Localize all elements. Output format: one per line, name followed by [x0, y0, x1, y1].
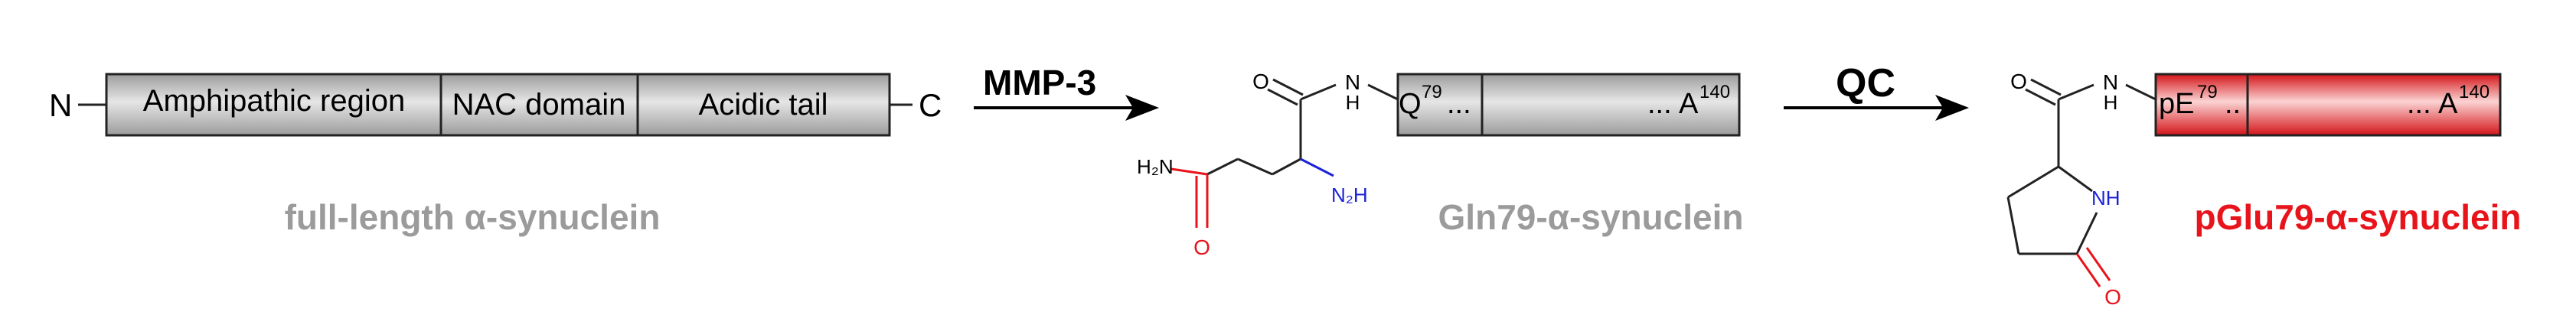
gln79-box-rect	[1396, 73, 1741, 137]
pglu79-structure	[2006, 78, 2156, 287]
pglu79-box-rect	[2154, 73, 2502, 137]
pglu79-ring-ca-n	[2058, 165, 2093, 193]
gln79-bond-n-box	[1367, 83, 1399, 101]
gln79-box-end-dots: ...	[1647, 88, 1672, 120]
pglu79-caption: pGlu79-α-synuclein	[2194, 197, 2521, 237]
pglu79-box-start-dots: ..	[2225, 88, 2241, 120]
gln79-atom-o-bottom: O	[1193, 235, 1210, 259]
pglu79-box: pE 79 .. ... A 140	[2154, 73, 2502, 137]
full-length-caption: full-length α-synuclein	[285, 197, 661, 237]
gln79-atom-n: N	[1345, 70, 1360, 94]
segment-nac-label: NAC domain	[452, 88, 626, 122]
gln79-box-end-residue: A	[1679, 88, 1699, 120]
gln79-bond-amine	[1300, 157, 1334, 177]
pglu79-bond-co-ring-1	[2075, 253, 2101, 287]
pglu79-bond-co-1	[2025, 88, 2056, 106]
n-terminus-label: N	[49, 87, 72, 123]
pglu79-ring-cb-cg	[2006, 196, 2020, 255]
mmp3-cleavage-step: MMP-3	[974, 63, 1159, 121]
gln79-bond-co-2	[1272, 78, 1304, 96]
qc-label: QC	[1836, 61, 1895, 105]
segment-amphipathic-label: Amphipathic region	[143, 84, 405, 118]
gln79-bond-cg-cd	[1206, 157, 1239, 176]
gln79-atom-h2n: H₂N	[1137, 155, 1174, 178]
pglu79-box-end-dots: ...	[2407, 88, 2431, 120]
pglu79-box-start-residue: pE	[2159, 88, 2194, 120]
gln79-caption: Gln79-α-synuclein	[1438, 197, 1744, 237]
pglu79-bond-co-ring-2	[2085, 247, 2111, 281]
qc-arrow-head	[1935, 95, 1969, 121]
qc-cyclization-step: QC	[1784, 61, 1969, 121]
pglu79-atom-h: H	[2104, 91, 2118, 114]
gln79-box-end-number: 140	[1699, 82, 1730, 102]
mmp3-arrow-head	[1125, 95, 1159, 121]
c-terminus-label: C	[919, 87, 942, 123]
gln79-atom-o-top: O	[1252, 70, 1269, 93]
pglu79-ring-ca-cb	[2007, 165, 2059, 199]
gln79-box-start-residue: Q	[1399, 88, 1422, 120]
segment-acidic-label: Acidic tail	[699, 88, 828, 122]
gln79-structure	[1170, 78, 1399, 228]
pglu79-box-end-residue: A	[2438, 88, 2458, 120]
gln79-bond-ca-cb	[1272, 157, 1301, 176]
pglu79-atom-nh: NH	[2091, 187, 2121, 209]
full-length-protein: N Amphipathic region NAC domain Acidic t…	[49, 73, 942, 237]
pglu79-bond-n-box	[2125, 83, 2156, 101]
gln79-atom-h: H	[1346, 91, 1360, 114]
pglu79-atom-o-top: O	[2010, 70, 2027, 93]
gln79-box-start-number: 79	[1422, 82, 1442, 102]
pglu79-ring-cd-n	[2075, 212, 2098, 255]
gln79-bond-co-1	[1267, 88, 1298, 106]
gln79-atoms: O N H H₂N O N₂H	[1137, 70, 1368, 259]
pglu79-box-end-number: 140	[2459, 82, 2489, 102]
pglu79-bond-co-2	[2030, 78, 2062, 96]
pglu79-atom-n: N	[2103, 70, 2118, 94]
gln79-box: Q 79 ... ... A 140	[1396, 73, 1741, 137]
gln79-atom-nh2: N₂H	[1331, 183, 1368, 206]
gln79-bond-c-n	[1300, 83, 1337, 101]
gln79-bond-cb-cg	[1237, 157, 1273, 176]
pglu79-atoms: O N H NH O	[2010, 70, 2121, 309]
gln79-box-start-dots: ...	[1447, 88, 1471, 120]
pglu79-box-start-number: 79	[2197, 82, 2218, 102]
pglu79-atom-o-bottom: O	[2104, 285, 2121, 309]
mmp3-label: MMP-3	[983, 63, 1096, 102]
gln79-bond-amide-n	[1170, 167, 1208, 176]
pglu79-bond-c-n	[2058, 83, 2094, 101]
